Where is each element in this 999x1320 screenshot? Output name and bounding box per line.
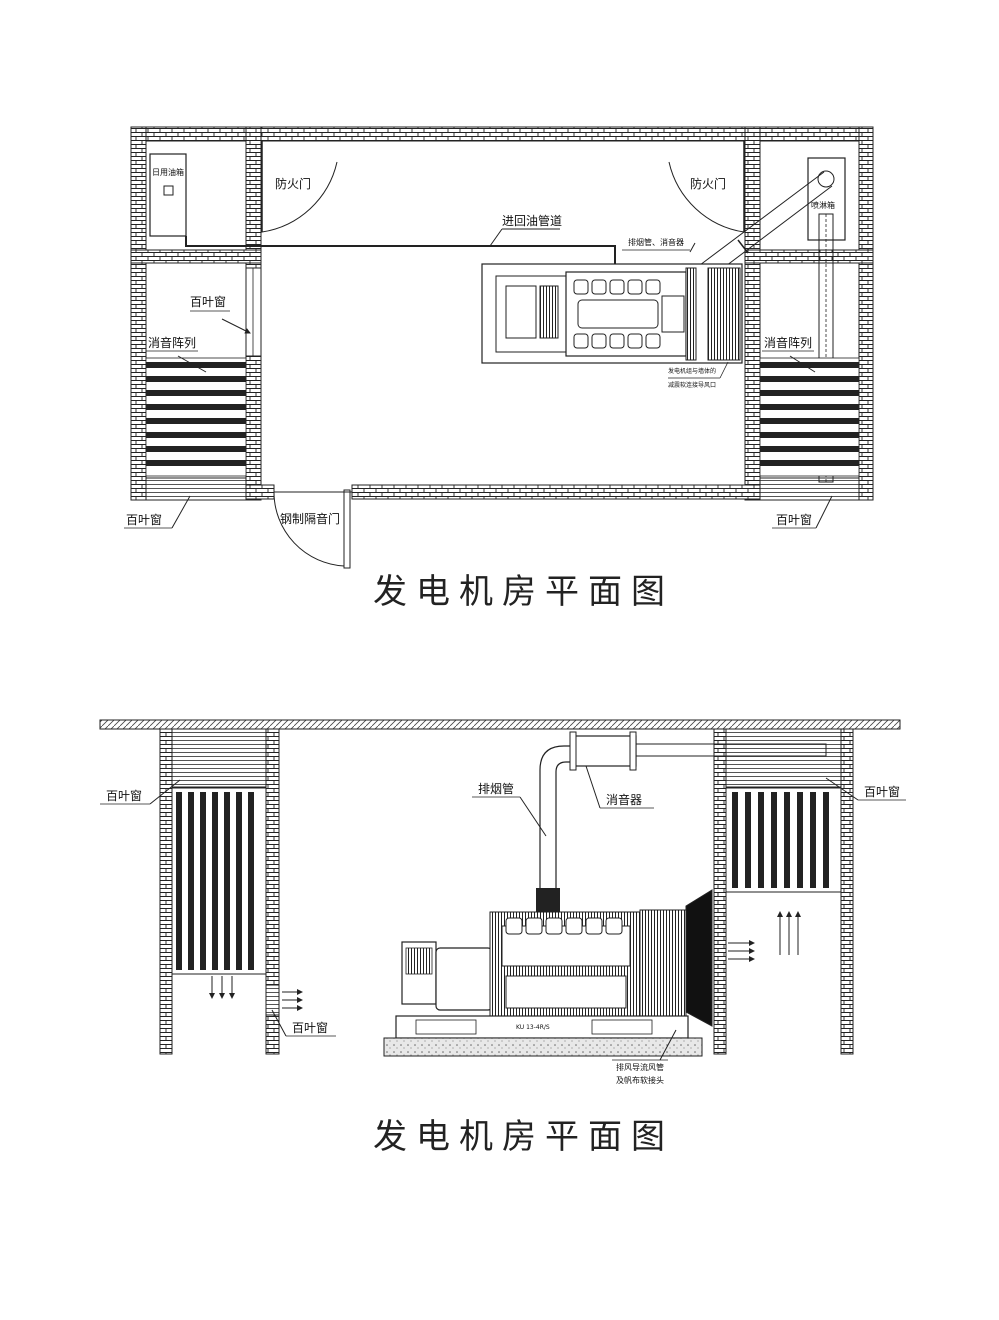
silencer-array-right: [759, 357, 860, 477]
exhaust-pipe-label: 排烟管: [478, 781, 514, 796]
elev-wall-right-inner: [713, 728, 727, 1055]
plan-wall-left: [130, 126, 147, 501]
generator-plan: [481, 263, 743, 364]
plan-louver-bottom-left: [145, 477, 247, 501]
vent-note-line2: 减震软连接导风口: [668, 381, 716, 389]
plan-louver-left-vertical: [245, 267, 262, 357]
spray-box-label: 喷淋箱: [811, 200, 835, 210]
louver-right-lower-label: 百叶窗: [776, 513, 812, 527]
elev-louver-right-label: 百叶窗: [864, 785, 900, 799]
elev-silencer-left: [171, 787, 267, 975]
daily-tank-valve: [163, 185, 174, 196]
plan-view: 日用油箱 防火门 防火门 进回油管道 喷淋箱 排烟管、消音器: [124, 126, 874, 612]
elev-louver-right-top: [725, 728, 842, 788]
duct-note-line2: 及帆布软接头: [616, 1075, 664, 1085]
louver-left-lower-label: 百叶窗: [126, 513, 162, 527]
elev-wall-right-outer: [840, 728, 854, 1055]
plan-wall-top: [130, 126, 873, 142]
roof-slab: [99, 719, 901, 730]
plan-louver-bottom-right: [759, 477, 860, 501]
elev-silencer-right: [725, 787, 842, 893]
elev-louver-left-bottom: [265, 984, 280, 1016]
oil-pipe-line: [185, 236, 616, 278]
fire-door-right-label: 防火门: [690, 176, 726, 191]
elev-louver-left-label: 百叶窗: [106, 789, 142, 803]
elev-wall-left-outer: [159, 728, 173, 1055]
exhaust-muffler-label: 排烟管、消音器: [628, 237, 684, 247]
plan-wall-right: [858, 126, 874, 501]
fire-door-left-label: 防火门: [275, 176, 311, 191]
daily-tank-label: 日用油箱: [152, 167, 184, 177]
elevation-title: 发电机房平面图: [373, 1117, 674, 1157]
fire-door-left-swing: [261, 141, 338, 233]
exhaust-pipe-plan: [699, 171, 833, 279]
plan-divider-left: [130, 249, 262, 264]
exhaust-pipe-elev: [539, 745, 574, 888]
duct-note-line1: 排风导流风管: [616, 1062, 664, 1072]
oil-pipe-label: 进回油管道: [502, 213, 562, 228]
silencer-left-label: 消音阵列: [148, 335, 196, 350]
plan-wall-bottom-a: [245, 484, 275, 500]
silencer-array-left: [145, 357, 247, 477]
generator-elevation: [395, 889, 713, 1039]
plan-divider-right: [744, 249, 874, 264]
foundation-pad: [383, 1037, 703, 1057]
louver-left-upper-label: 百叶窗: [190, 295, 226, 309]
plan-partition-right: [744, 126, 761, 501]
plan-wall-bottom-b: [351, 484, 761, 500]
plan-title: 发电机房平面图: [373, 572, 674, 612]
generator-plate: KU 13-4R/S: [516, 1024, 550, 1031]
fire-door-right-swing: [668, 141, 745, 233]
vent-note-line1: 发电机组与墙体的: [668, 367, 716, 375]
silencer-right-label: 消音阵列: [764, 335, 812, 350]
elevation-view: 百叶窗 百叶窗 百叶窗: [99, 719, 906, 1157]
spray-box: [807, 157, 846, 241]
muffler-elev: [573, 735, 637, 767]
elev-louver-left-top: [171, 728, 267, 788]
muffler-label: 消音器: [606, 792, 642, 807]
elev-louver-bottom-label: 百叶窗: [292, 1021, 328, 1035]
steel-door-label: 钢制隔音门: [280, 511, 340, 526]
steel-door-swing: [273, 491, 345, 567]
